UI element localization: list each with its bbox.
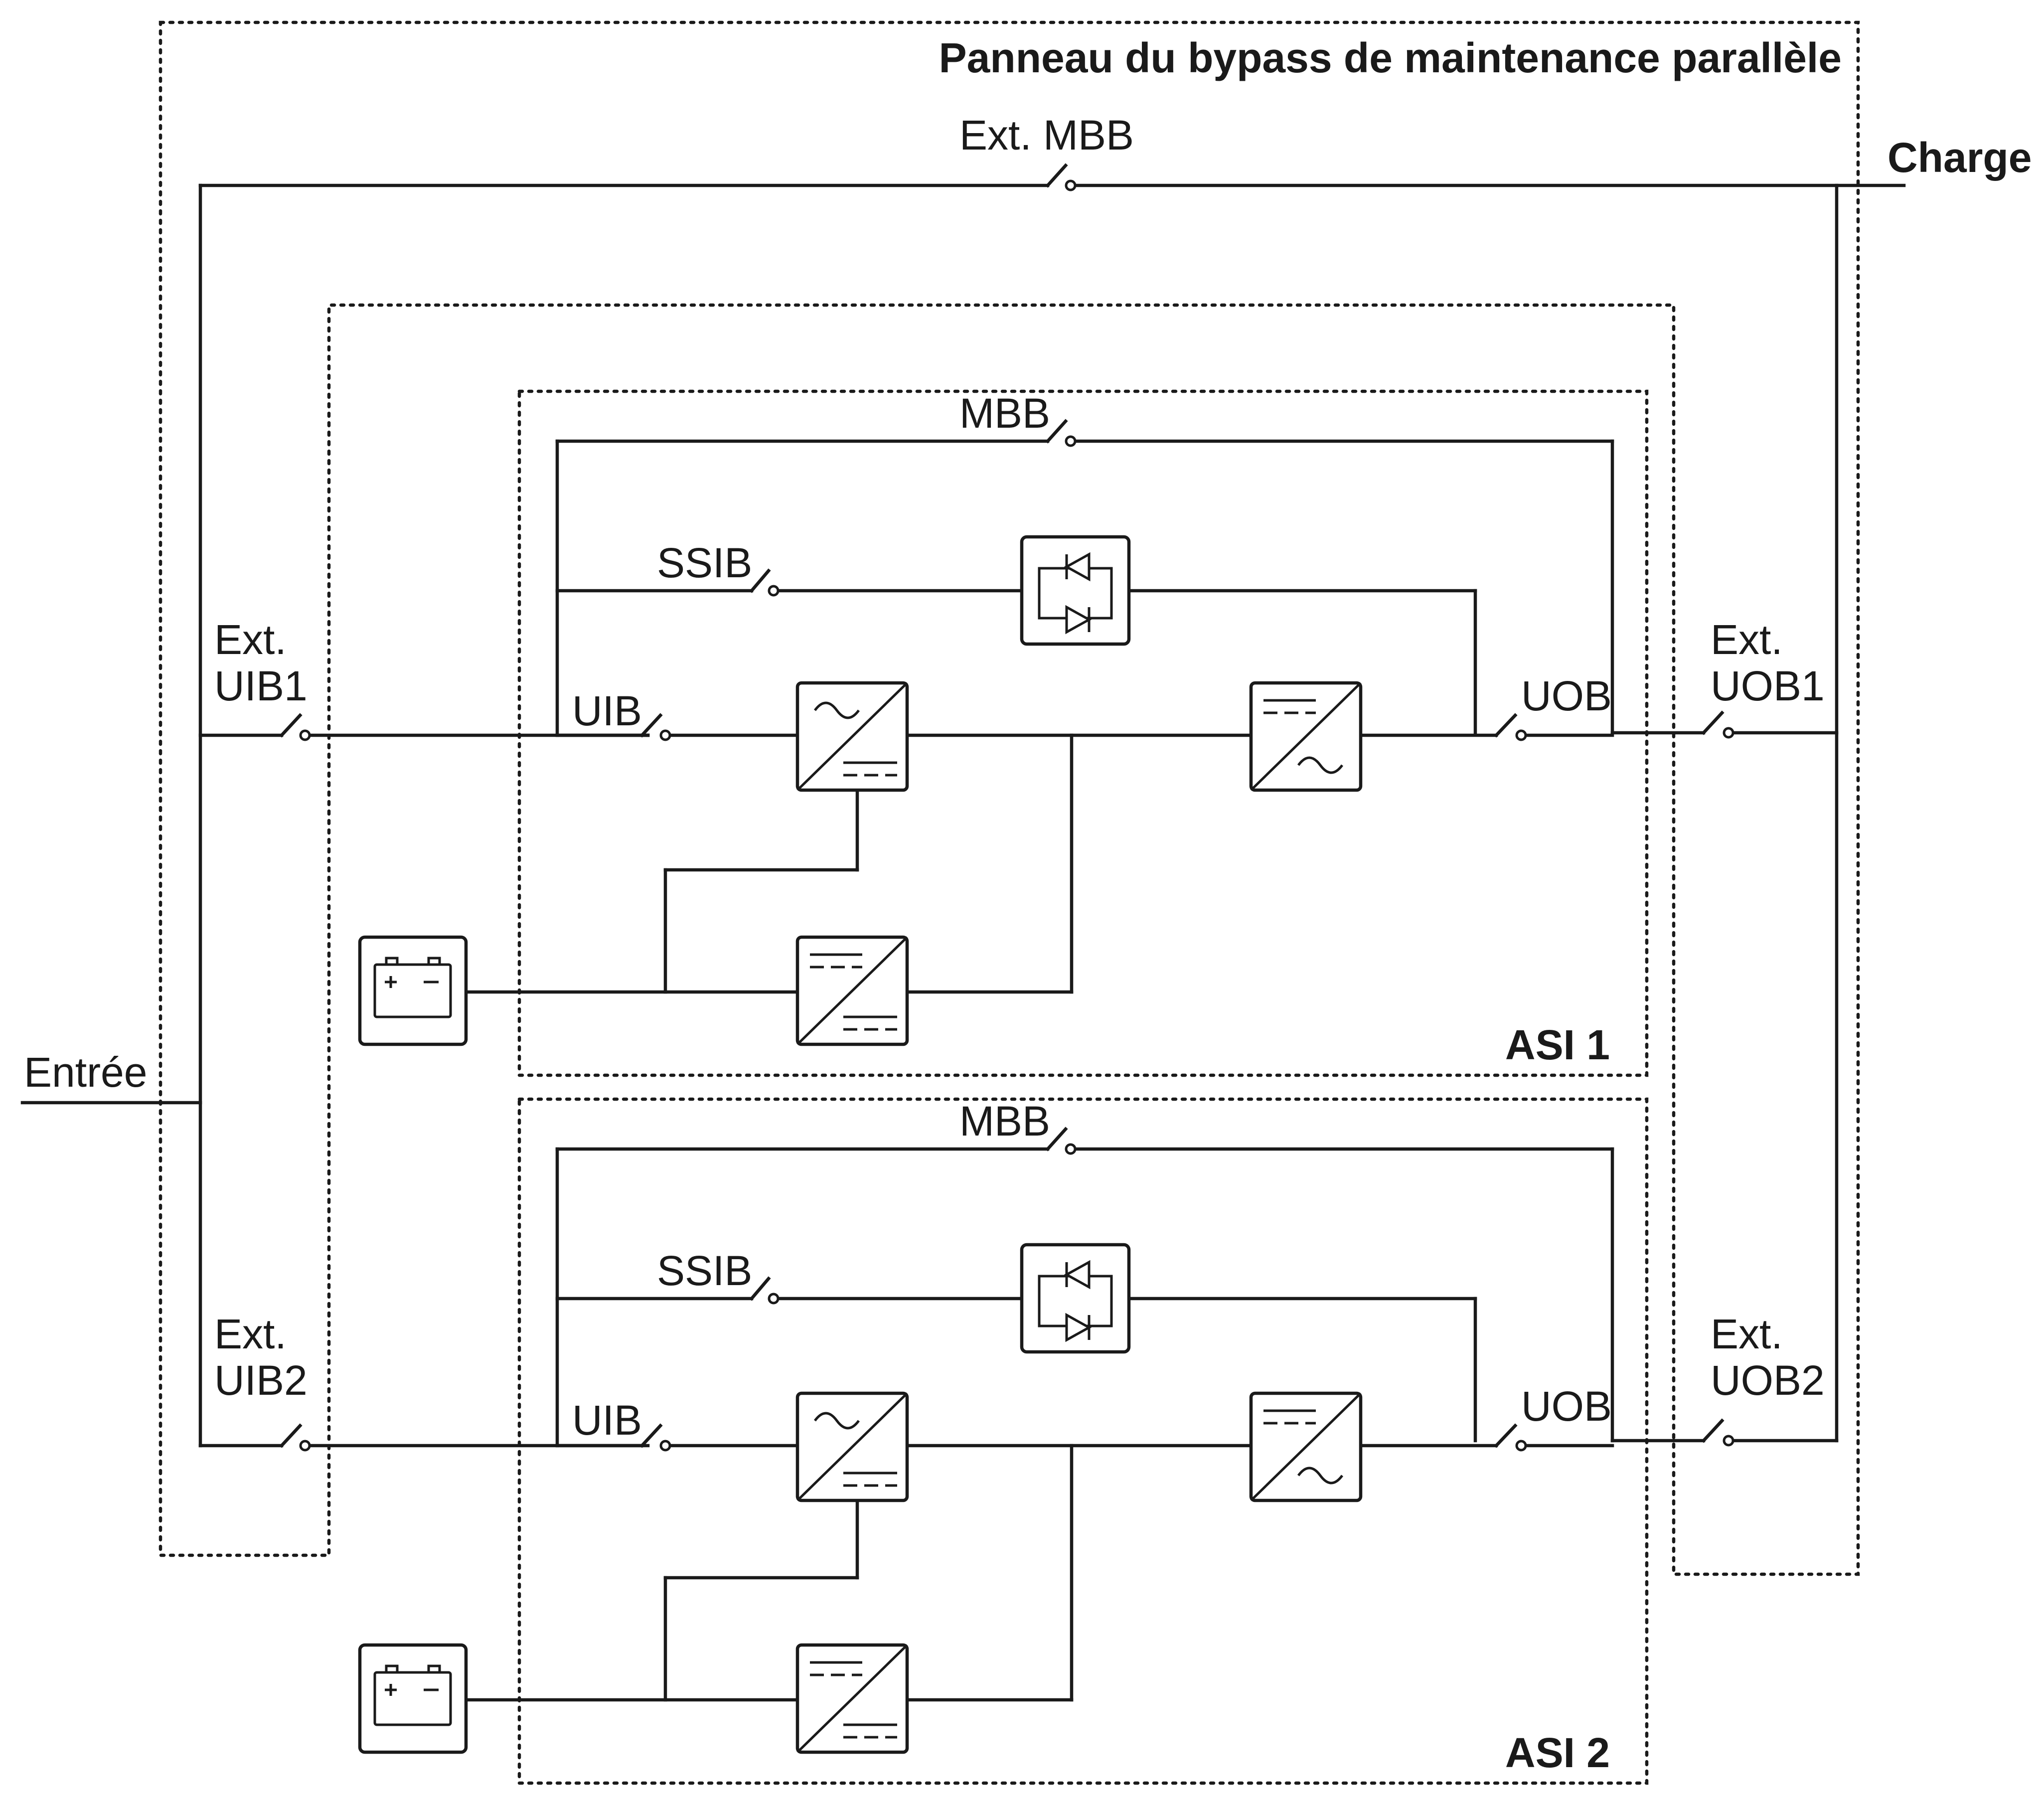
- uib-label: UIB: [572, 687, 642, 734]
- ssib-breaker-icon: [749, 568, 780, 597]
- ext-uob1-label-line1: Ext.: [1711, 616, 1783, 663]
- load-label: Charge: [1887, 134, 2032, 181]
- static-switch-icon: [1020, 1243, 1131, 1354]
- uib-breaker-icon: [639, 1423, 671, 1452]
- uob-label: UOB: [1521, 672, 1612, 719]
- mbb-breaker-icon: [1045, 419, 1077, 447]
- rectifier-icon: [795, 681, 909, 792]
- ext-uob2-label-line2: UOB2: [1711, 1357, 1825, 1404]
- ext-mbb-label: Ext. MBB: [959, 112, 1134, 159]
- uob-breaker-icon: [1494, 713, 1527, 741]
- static-switch-icon: [1020, 535, 1131, 646]
- ext-uob1-label-line2: UOB1: [1711, 662, 1825, 709]
- mbb-label: MBB: [959, 1098, 1050, 1145]
- dc-dc-converter-icon: [795, 935, 909, 1046]
- battery-icon: [358, 1643, 468, 1754]
- panel-title: Panneau du bypass de maintenance parallè…: [939, 34, 1842, 81]
- inverter-icon: [1249, 1391, 1363, 1502]
- ext-uib2-breaker-icon: [279, 1423, 311, 1452]
- bypass-panel-boundary: [158, 20, 1860, 1576]
- ext-uob2-label-line1: Ext.: [1711, 1311, 1783, 1357]
- ssib-label: SSIB: [657, 539, 752, 586]
- ext-uib1-label-line1: Ext.: [214, 616, 287, 663]
- battery-icon: [358, 935, 468, 1046]
- mbb-label: MBB: [959, 390, 1050, 437]
- uob-label: UOB: [1521, 1383, 1612, 1430]
- ups-module-1: MBB SSIB UIB UOB ASI 1: [358, 389, 1649, 1077]
- inverter-icon: [1249, 681, 1363, 792]
- ups-name: ASI 1: [1505, 1021, 1610, 1068]
- ext-uib1-breaker-icon: [279, 713, 311, 741]
- ext-uib1-label-line2: UIB1: [214, 662, 308, 709]
- ssib-label: SSIB: [657, 1247, 752, 1294]
- ext-uob2-breaker-icon: [1701, 1418, 1734, 1447]
- ext-mbb-breaker-icon: [1045, 163, 1077, 191]
- ext-uib2-label-line1: Ext.: [214, 1311, 287, 1357]
- ssib-breaker-icon: [749, 1276, 780, 1305]
- external-wiring: [20, 183, 1906, 1448]
- input-label: Entrée: [24, 1049, 148, 1096]
- ups-name: ASI 2: [1505, 1729, 1610, 1776]
- mbb-breaker-icon: [1045, 1127, 1077, 1155]
- rectifier-icon: [795, 1391, 909, 1502]
- ups-module-2: MBB SSIB UIB UOB ASI 2: [358, 1097, 1649, 1785]
- uib-breaker-icon: [639, 713, 671, 741]
- uib-label: UIB: [572, 1397, 642, 1444]
- dc-dc-converter-icon: [795, 1643, 909, 1754]
- ext-uib2-label-line2: UIB2: [214, 1357, 308, 1404]
- ext-uob1-breaker-icon: [1701, 710, 1734, 739]
- uob-breaker-icon: [1494, 1423, 1527, 1452]
